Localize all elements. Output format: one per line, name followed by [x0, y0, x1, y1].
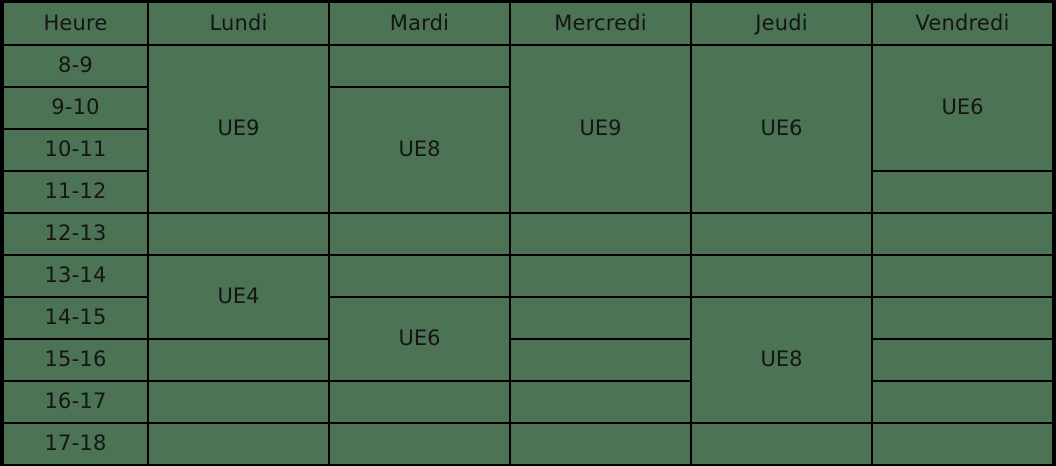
empty-slot-cell[interactable]: [509, 212, 692, 256]
empty-slot-cell[interactable]: [509, 380, 692, 424]
empty-slot-cell[interactable]: [328, 422, 511, 466]
hour-cell: 9-10: [2, 86, 149, 130]
column-header-jeudi: Jeudi: [690, 1, 873, 46]
timetable-row: 10-11: [2, 128, 1053, 172]
hour-cell: 10-11: [2, 128, 149, 172]
hour-cell: 17-18: [2, 422, 149, 466]
column-header-mardi: Mardi: [328, 1, 511, 46]
hour-cell: 11-12: [2, 170, 149, 214]
timetable-row: 17-18: [2, 422, 1054, 466]
event-label: UE9: [579, 116, 622, 141]
empty-slot-cell[interactable]: [509, 338, 692, 382]
empty-slot-cell[interactable]: [328, 44, 511, 88]
empty-slot-cell[interactable]: [147, 212, 330, 256]
column-header-vendredi: Vendredi: [871, 1, 1054, 46]
empty-slot-cell[interactable]: [509, 422, 692, 466]
event-block[interactable]: UE6: [690, 44, 873, 214]
empty-slot-cell[interactable]: [509, 254, 692, 298]
empty-slot-cell[interactable]: [690, 422, 873, 466]
empty-slot-cell[interactable]: [690, 254, 873, 298]
hour-cell: 16-17: [2, 380, 149, 424]
hour-cell: 8-9: [2, 44, 149, 88]
empty-slot-cell[interactable]: [328, 212, 511, 256]
timetable-row: 16-17: [2, 380, 1054, 424]
empty-slot-cell[interactable]: [871, 338, 1054, 382]
empty-slot-cell[interactable]: [871, 254, 1054, 298]
empty-slot-cell[interactable]: [871, 212, 1054, 256]
hour-cell: 13-14: [2, 254, 149, 298]
empty-slot-cell[interactable]: [328, 254, 511, 298]
event-block[interactable]: UE8: [690, 296, 873, 424]
timetable-row: 12-13: [2, 212, 1054, 256]
empty-slot-cell[interactable]: [690, 212, 873, 256]
hour-cell: 12-13: [2, 212, 149, 256]
empty-slot-cell[interactable]: [871, 380, 1054, 424]
hour-cell: 14-15: [2, 296, 149, 340]
event-block[interactable]: UE6: [328, 296, 511, 382]
event-block[interactable]: UE9: [147, 44, 330, 214]
column-header-lundi: Lundi: [147, 1, 330, 46]
empty-slot-cell[interactable]: [871, 422, 1054, 466]
table-header-row: Heure Lundi Mardi Mercredi Jeudi Vendred…: [2, 1, 1054, 46]
event-label: UE8: [398, 137, 441, 162]
event-block[interactable]: UE9: [509, 44, 692, 214]
empty-slot-cell[interactable]: [509, 296, 692, 340]
column-header-mercredi: Mercredi: [509, 1, 692, 46]
empty-slot-cell[interactable]: [147, 338, 330, 382]
event-block[interactable]: UE8: [328, 86, 511, 214]
empty-slot-cell[interactable]: [147, 422, 330, 466]
event-label: UE6: [941, 95, 984, 120]
event-label: UE6: [398, 326, 441, 351]
event-label: UE4: [217, 284, 260, 309]
empty-slot-cell[interactable]: [871, 296, 1054, 340]
event-label: UE6: [760, 116, 803, 141]
empty-slot-cell[interactable]: [328, 380, 511, 424]
event-label: UE9: [217, 116, 260, 141]
empty-slot-cell[interactable]: [147, 380, 330, 424]
empty-slot-cell[interactable]: [871, 170, 1054, 214]
event-block[interactable]: UE6: [871, 44, 1054, 172]
timetable-row: 11-12: [2, 170, 1054, 214]
hour-cell: 15-16: [2, 338, 149, 382]
event-label: UE8: [760, 347, 803, 372]
timetable-row: 15-16: [2, 338, 1054, 382]
column-header-heure: Heure: [2, 1, 149, 46]
event-block[interactable]: UE4: [147, 254, 330, 340]
